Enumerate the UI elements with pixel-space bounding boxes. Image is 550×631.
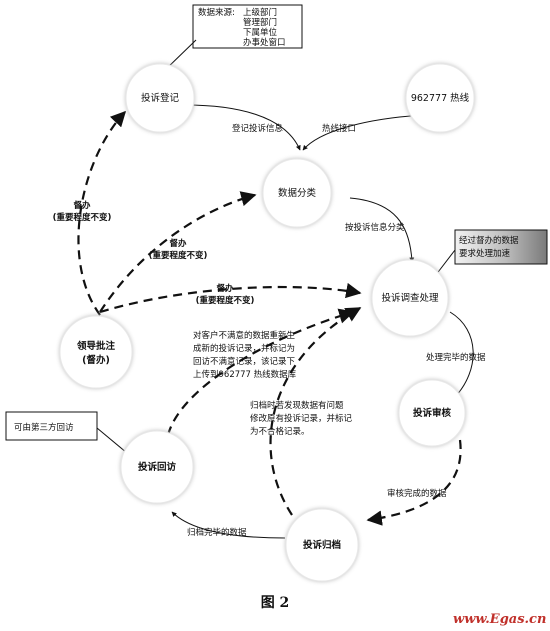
label-reviewed-data: 审核完成的数据 <box>387 488 447 499</box>
node-label: 数据分类 <box>278 187 317 199</box>
node-callback: 投诉回访 <box>120 430 194 504</box>
archive-to-investigate-dashed-arrow <box>269 307 362 516</box>
note-line: 对客户不满意的数据重新生 <box>193 330 296 341</box>
label-archived-data: 归档完毕的数据 <box>187 527 247 538</box>
node-label: (督办) <box>82 354 110 366</box>
supervise-note-line: 要求处理加速 <box>459 248 511 259</box>
supervise-note-box: 经过督办的数据 要求处理加速 <box>454 229 548 265</box>
label-importance-same: (重要程度不变) <box>149 250 208 261</box>
label-importance-same: (重要程度不变) <box>53 212 112 223</box>
note-line: 修改原有投诉记录，并标记 <box>250 413 353 424</box>
classify-to-investigate-arrow <box>349 197 415 263</box>
leader-to-classify-dashed-arrow <box>99 191 257 313</box>
figure-caption: 图 2 <box>261 595 290 611</box>
watermark: www.Egas.cn <box>453 612 546 627</box>
node-label: 投诉调查处理 <box>381 292 439 304</box>
label-hotline-port: 热线接口 <box>322 123 356 134</box>
label-supervise: 督办 <box>73 200 91 211</box>
source-item: 管理部门 <box>243 17 277 28</box>
note-line: 为不合格记录。 <box>250 426 310 437</box>
label-importance-same: (重要程度不变) <box>196 295 255 306</box>
note-line: 成新的投诉记录，并标记为 <box>193 343 295 354</box>
node-label: 领导批注 <box>77 340 116 352</box>
investigate-to-review-arrow <box>449 311 474 398</box>
leader-to-register-dashed-arrow <box>77 110 127 316</box>
node-hotline: 962777 热线 <box>405 63 475 133</box>
node-label: 投诉登记 <box>141 92 180 104</box>
source-item: 上级部门 <box>243 7 277 18</box>
label-by-info-classify: 按投诉信息分类 <box>345 222 405 233</box>
node-data-classify: 数据分类 <box>262 158 332 228</box>
archive-to-callback-arrow <box>171 511 286 539</box>
node-leader-approval: 领导批注 (督办) <box>59 315 133 389</box>
node-label: 投诉归档 <box>303 539 342 551</box>
unsatisfied-note: 对客户不满意的数据重新生 成新的投诉记录，并标记为 回访不满意记录，该记录下 上… <box>193 330 297 380</box>
node-complaint-register: 投诉登记 <box>125 63 195 133</box>
review-to-archive-dashed-arrow <box>366 439 462 526</box>
note-line: 上传到962777 热线数据库 <box>193 369 297 380</box>
node-investigate: 投诉调查处理 <box>371 259 449 337</box>
note-line: 归档时若发现数据有问题 <box>250 400 344 411</box>
source-item: 办事处窗口 <box>243 37 286 48</box>
source-title: 数据来源: <box>198 7 235 18</box>
label-supervise: 督办 <box>216 283 234 294</box>
note-line: 回访不满意记录，该记录下 <box>193 356 296 367</box>
supervise-note-line: 经过督办的数据 <box>459 235 519 246</box>
label-register-info: 登记投诉信息 <box>232 123 284 134</box>
node-archive: 投诉归档 <box>285 508 359 582</box>
data-source-box: 数据来源: 上级部门 管理部门 下属单位 办事处窗口 <box>192 4 303 49</box>
archive-note: 归档时若发现数据有问题 修改原有投诉记录，并标记 为不合格记录。 <box>250 400 353 437</box>
callback-to-investigate-dashed-arrow <box>166 308 355 436</box>
node-label: 投诉审核 <box>413 407 452 419</box>
label-supervise: 督办 <box>169 238 187 249</box>
third-party-note-box: 可由第三方回访 <box>5 411 98 441</box>
node-review: 投诉审核 <box>398 379 466 447</box>
node-label: 投诉回访 <box>138 461 177 473</box>
register-to-classify-arrow <box>184 104 301 151</box>
label-processed-data: 处理完毕的数据 <box>426 352 486 363</box>
node-label: 962777 热线 <box>411 92 470 104</box>
leader-to-investigate-dashed-arrow <box>99 282 362 314</box>
hotline-to-classify-arrow <box>302 114 426 151</box>
source-item: 下属单位 <box>243 27 278 38</box>
third-party-note-text: 可由第三方回访 <box>14 422 74 433</box>
